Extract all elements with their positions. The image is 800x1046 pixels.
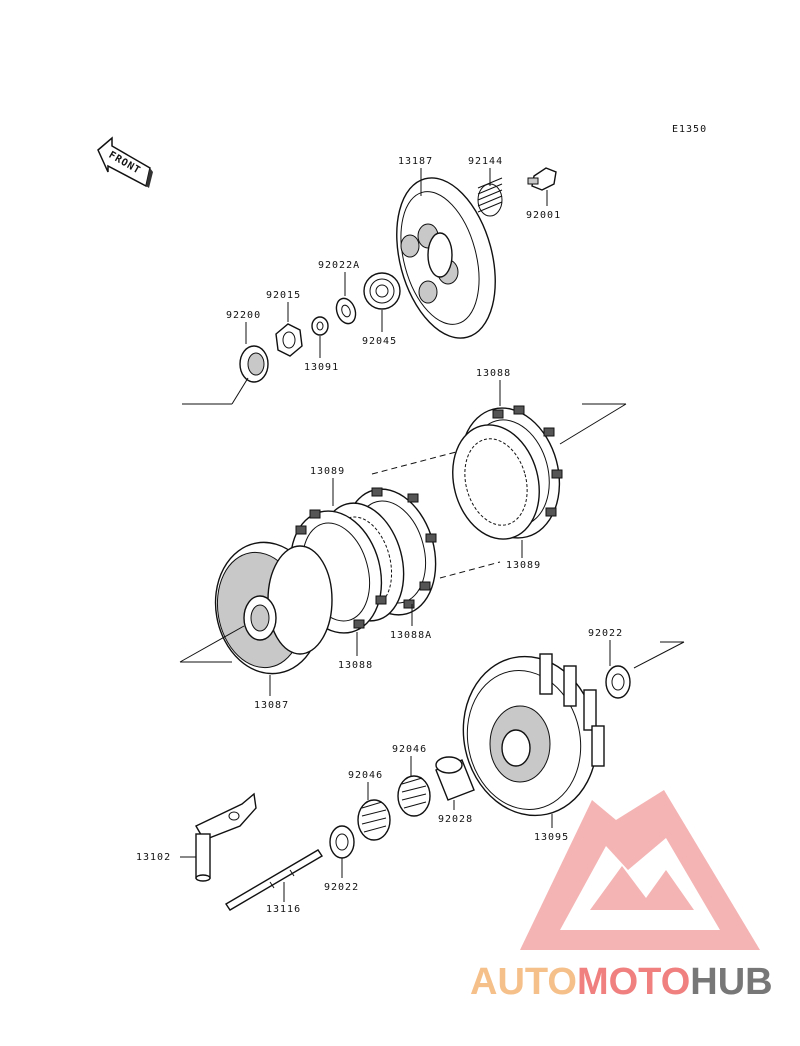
label-92144: 92144 <box>468 156 503 167</box>
watermark-logo <box>520 790 760 950</box>
watermark-part-hub: HUB <box>690 961 772 1003</box>
watermark-part-moto: MOTO <box>577 961 690 1003</box>
label-13095: 13095 <box>534 832 569 843</box>
label-92022-right: 92022 <box>588 628 623 639</box>
needle-bearing-92046-a <box>357 799 391 841</box>
bolt-92001 <box>527 167 557 191</box>
clutch-housing-13095 <box>462 653 605 817</box>
label-13102: 13102 <box>136 852 171 863</box>
nut-92015 <box>275 323 303 357</box>
label-13089-left: 13089 <box>310 466 345 477</box>
label-13088-top: 13088 <box>476 368 511 379</box>
washer-92200 <box>239 345 269 383</box>
label-13087: 13087 <box>254 700 289 711</box>
label-92022a: 92022A <box>318 260 360 271</box>
washer-92022-right <box>605 665 631 699</box>
release-lever-13102 <box>195 792 257 882</box>
label-13187: 13187 <box>398 156 433 167</box>
label-92001: 92001 <box>526 210 561 221</box>
bearing-92045 <box>363 272 401 310</box>
pressure-plate-13187 <box>396 177 496 339</box>
collar-13091 <box>311 316 329 336</box>
clutch-hub-13087 <box>214 541 333 675</box>
label-13088-bottom: 13088 <box>338 660 373 671</box>
watermark-text: AUTOMOTOHUB <box>470 961 773 1003</box>
push-rod-13116 <box>225 849 323 911</box>
label-92046-b: 92046 <box>392 744 427 755</box>
needle-bearing-92046-b <box>397 775 431 817</box>
sleeve-92028 <box>435 756 475 801</box>
label-92022-bottom: 92022 <box>324 882 359 893</box>
label-92045: 92045 <box>362 336 397 347</box>
steel-plate-13089-right <box>452 424 540 540</box>
label-13091: 13091 <box>304 362 339 373</box>
label-13088a: 13088A <box>390 630 432 641</box>
washer-92022a <box>335 297 357 325</box>
label-92015: 92015 <box>266 290 301 301</box>
watermark-part-auto: AUTO <box>470 961 577 1003</box>
diagram-code: E1350 <box>672 124 707 135</box>
label-92046-a: 92046 <box>348 770 383 781</box>
label-92028: 92028 <box>438 814 473 825</box>
front-arrow-icon: FRONT <box>97 136 153 188</box>
washer-92022-bottom <box>329 825 355 859</box>
label-92200: 92200 <box>226 310 261 321</box>
label-13116: 13116 <box>266 904 301 915</box>
label-13089-right: 13089 <box>506 560 541 571</box>
